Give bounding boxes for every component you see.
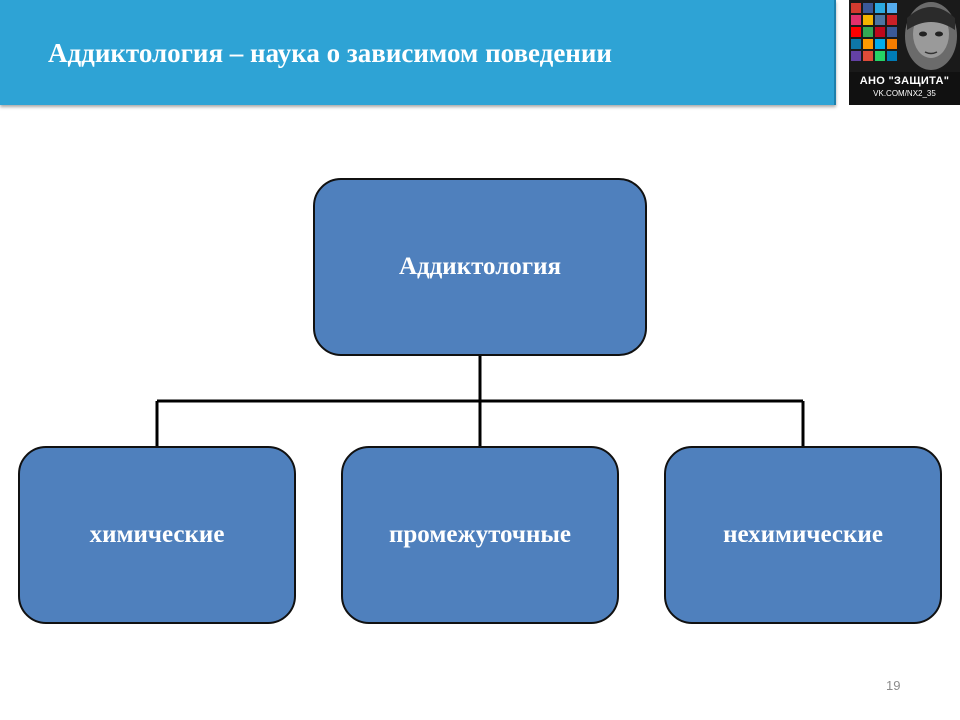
title-banner: Аддиктология – наука о зависимом поведен…	[0, 0, 836, 105]
diagram-child-node-chemical: химические	[18, 446, 296, 624]
child-node-label: промежуточные	[388, 521, 571, 548]
diagram-child-node-nonchemical: нехимические	[664, 446, 942, 624]
child-node-label: химические	[89, 521, 225, 548]
logo-collage-image	[849, 0, 960, 72]
logo-org-name: АНО "ЗАЩИТА"	[859, 75, 950, 87]
slide-title: Аддиктология – наука о зависимом поведен…	[48, 38, 612, 68]
logo-link: VK.COM/NX2_35	[873, 89, 936, 98]
diagram-root-node: Аддиктология	[313, 178, 647, 356]
page-number: 19	[886, 678, 901, 693]
org-logo: АНО "ЗАЩИТА" VK.COM/NX2_35	[849, 0, 960, 105]
diagram-child-node-intermediate: промежуточные	[341, 446, 619, 624]
child-node-label: нехимические	[723, 521, 883, 548]
root-node-label: Аддиктология	[398, 253, 562, 280]
